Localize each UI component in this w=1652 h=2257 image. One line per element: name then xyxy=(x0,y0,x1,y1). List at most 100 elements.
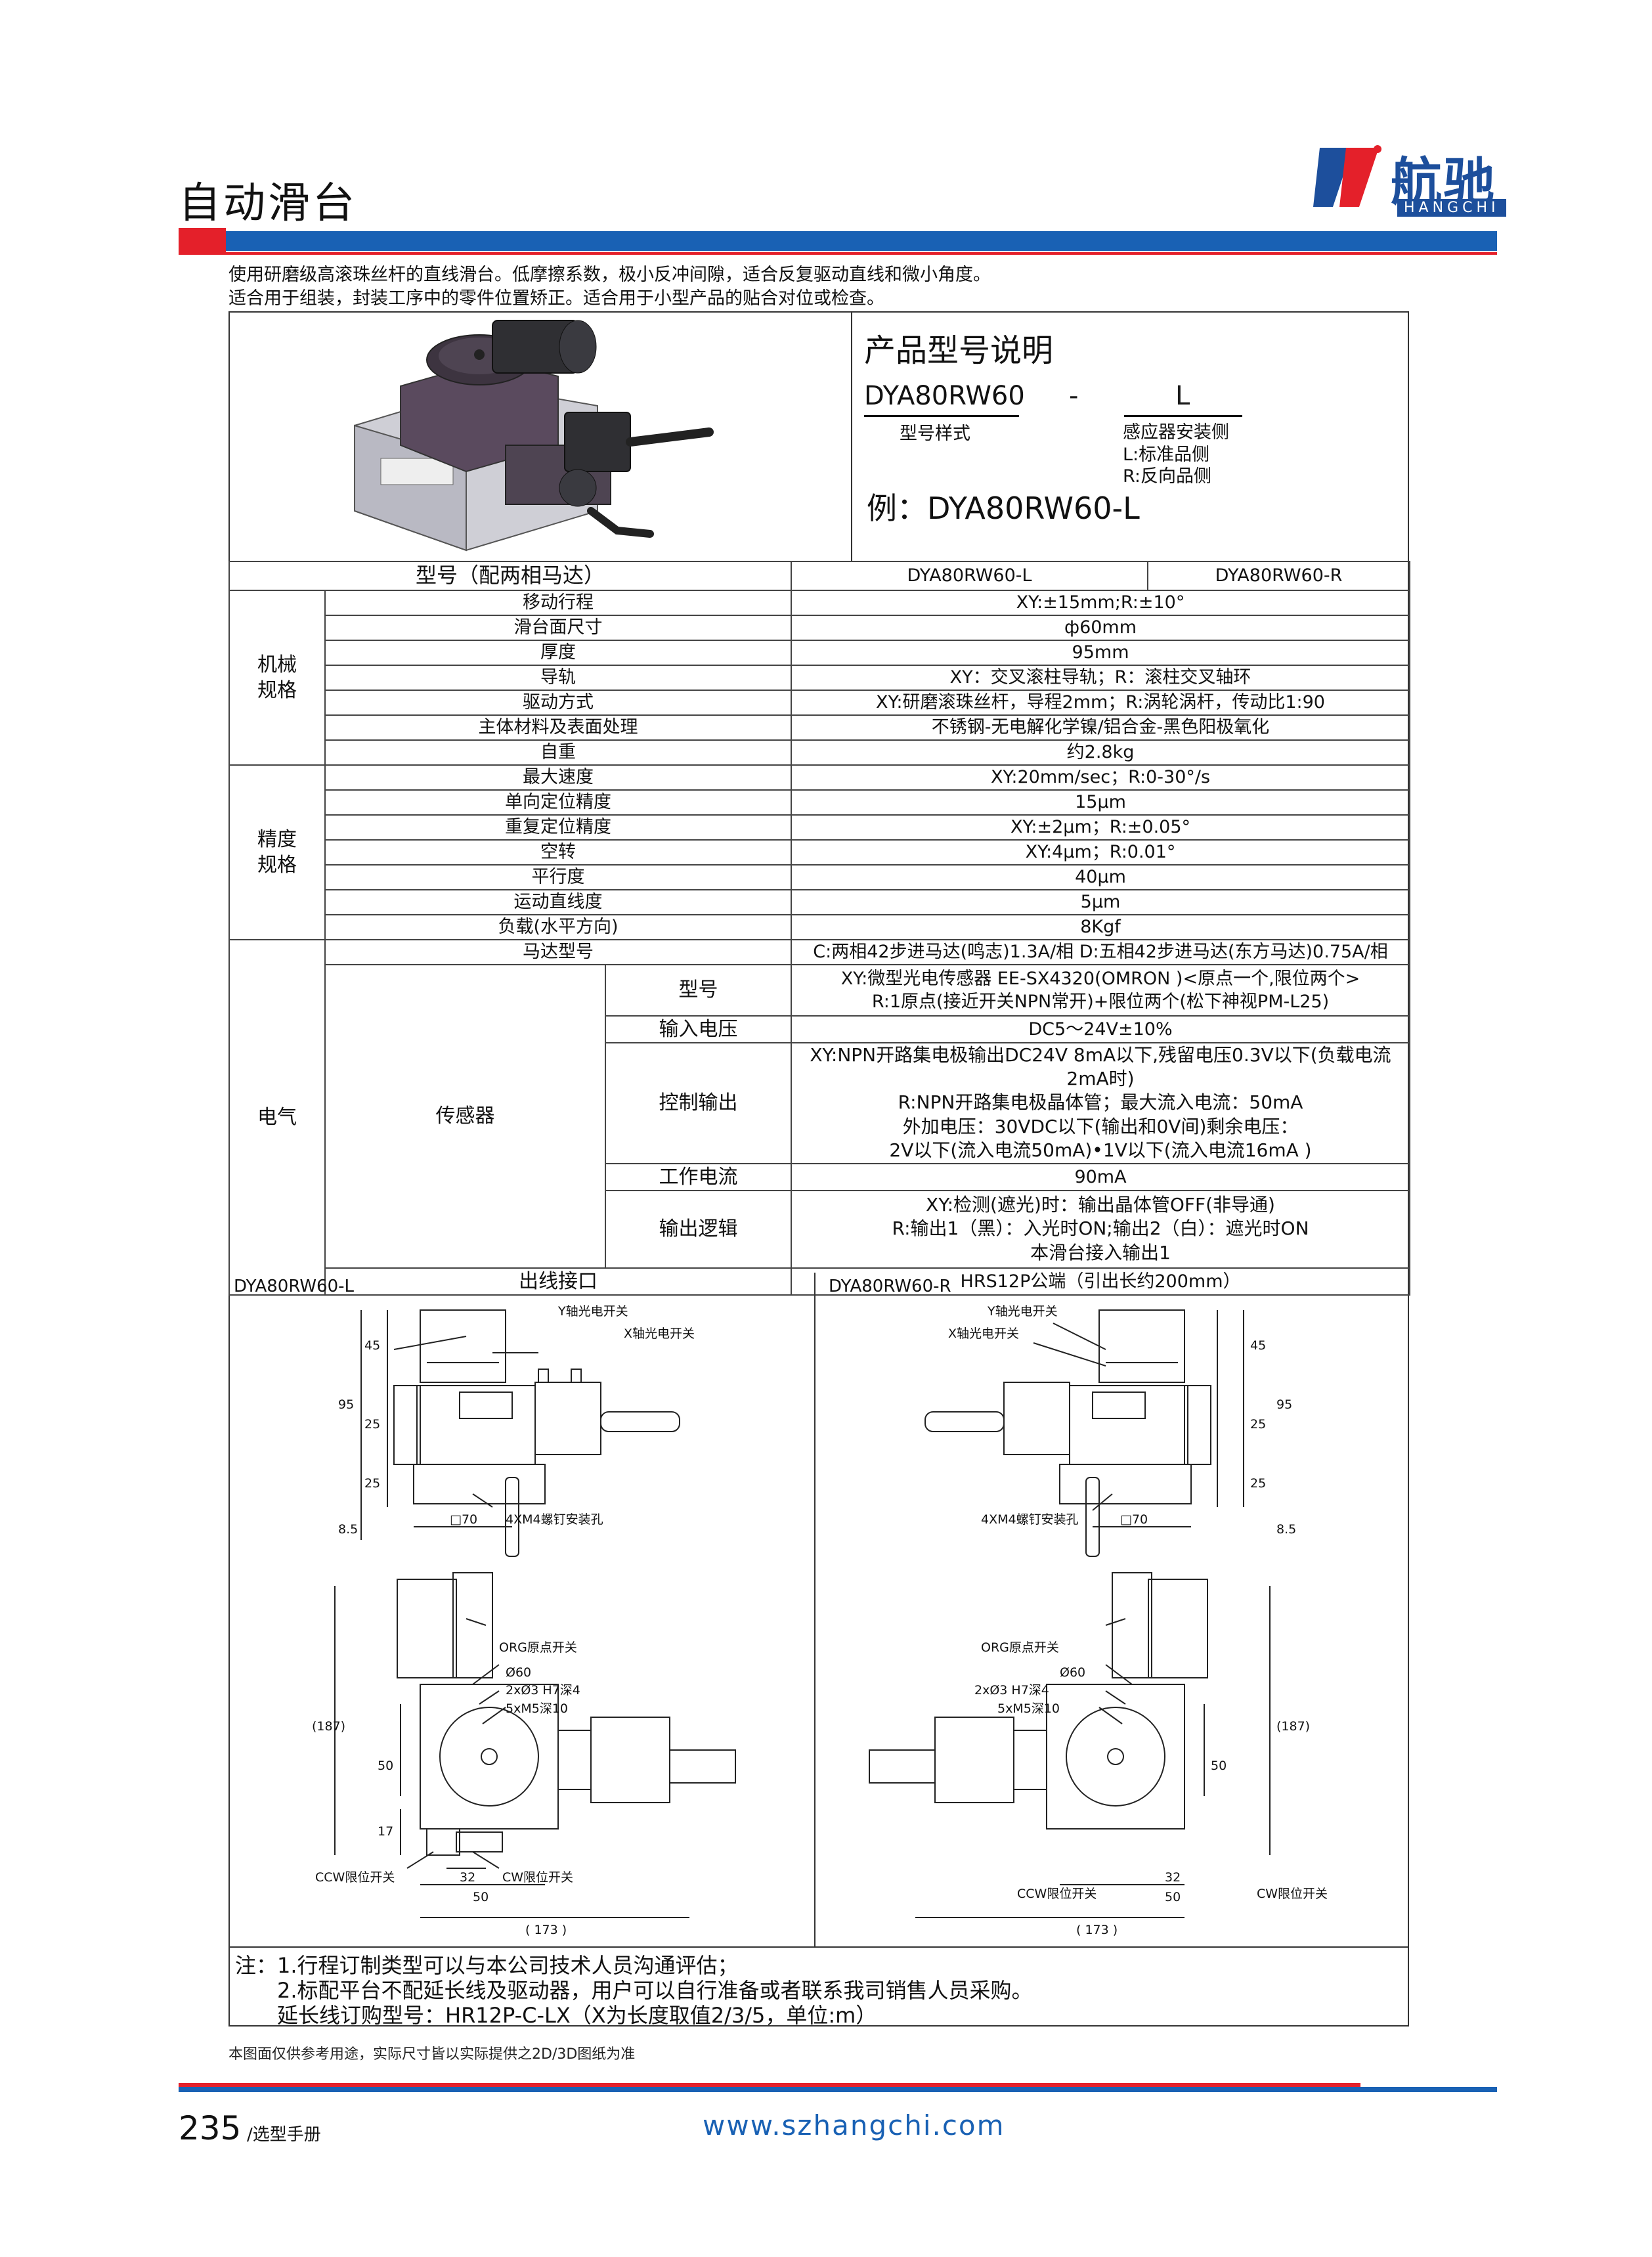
drawing-left-title: DYA80RW60-L xyxy=(234,1277,355,1296)
dim-173: ( 173 ) xyxy=(1076,1923,1118,1937)
spec-label: 平行度 xyxy=(324,864,793,890)
callout-ccw-switch: CCW限位开关 xyxy=(1017,1887,1097,1901)
dim-95: 95 xyxy=(1276,1397,1292,1412)
spec-value: XY：交叉滚柱导轨；R：滚柱交叉轴环 xyxy=(791,664,1411,691)
callout-org-switch: ORG原点开关 xyxy=(981,1640,1059,1655)
dim-187: (187) xyxy=(1276,1719,1310,1734)
model-suffix-underline xyxy=(1124,415,1242,417)
spec-value: XY:微型光电传感器 EE-SX4320(OMRON )<原点一个,限位两个> … xyxy=(791,963,1411,1017)
spec-label: 型号 xyxy=(604,963,793,1017)
spec-value-line: 外加电压：30VDC以下(输出和0V间)剩余电压： xyxy=(902,1115,1299,1137)
callout-m5-holes: 5xM5深10 xyxy=(997,1701,1060,1716)
dim-50v: 50 xyxy=(1211,1759,1227,1773)
dim-45: 45 xyxy=(364,1338,380,1353)
callout-x-switch: X轴光电开关 xyxy=(624,1326,695,1341)
mech-group-label: 机械 规格 xyxy=(228,589,326,766)
spec-label: 自重 xyxy=(324,739,793,766)
spec-value-line: 2V以下(流入电流50mA)•1V以下(流入电流16mA ) xyxy=(889,1139,1312,1162)
model-description-title: 产品型号说明 xyxy=(864,332,1054,369)
dim-25a: 25 xyxy=(364,1417,380,1432)
dim-25b: 25 xyxy=(1250,1476,1266,1491)
model-code: DYA80RW60 xyxy=(864,381,1025,411)
logo-subtitle: HANGCHI xyxy=(1397,199,1506,217)
spec-header-label: 型号（配两相马达） xyxy=(228,561,793,591)
spec-label: 单向定位精度 xyxy=(324,789,793,816)
hangchi-logo-icon xyxy=(1313,145,1381,207)
callout-pin-holes: 2xØ3 H7深4 xyxy=(974,1683,1049,1698)
page-number: 235 xyxy=(179,2109,242,2147)
spec-label: 最大速度 xyxy=(324,764,793,791)
header-band-blue xyxy=(226,231,1497,251)
elec-group-label: 电气 xyxy=(228,938,326,1296)
disclaimer: 本图面仅供参考用途，实际尺寸皆以实际提供之2D/3D图纸为准 xyxy=(228,2046,636,2063)
note-line-2: 2.标配平台不配延长线及驱动器，用户可以自行准备或者联系我司销售人员采购。 xyxy=(277,1978,1033,2003)
page-title: 自动滑台 xyxy=(179,179,357,228)
dim-25a: 25 xyxy=(1250,1417,1266,1432)
spec-label: 控制输出 xyxy=(604,1041,793,1164)
dim-8-5: 8.5 xyxy=(1276,1522,1296,1537)
dim-50h: 50 xyxy=(473,1890,489,1904)
spec-value: XY:4μm；R:0.01° xyxy=(791,839,1411,866)
dim-70: □70 xyxy=(1120,1512,1148,1527)
spec-label: 工作电流 xyxy=(604,1162,793,1191)
spec-label: 运动直线度 xyxy=(324,888,793,915)
intro-line-2: 适合用于组装，封装工序中的零件位置矫正。适合用于小型产品的贴合对位或检查。 xyxy=(228,288,884,309)
callout-pin-holes: 2xØ3 H7深4 xyxy=(506,1683,580,1698)
spec-col-r: DYA80RW60-R xyxy=(1147,561,1411,591)
spec-col-l: DYA80RW60-L xyxy=(791,561,1149,591)
spec-value: 15μm xyxy=(791,789,1411,816)
model-suffix: L xyxy=(1175,381,1190,411)
spec-value: XY:研磨滚珠丝杆，导程2mm；R:涡轮涡杆，传动比1:90 xyxy=(791,689,1411,716)
footer-band-blue xyxy=(179,2087,1497,2092)
spec-value-line: R:NPN开路集电极晶体管；最大流入电流：50mA xyxy=(898,1091,1303,1114)
drawing-right-title: DYA80RW60-R xyxy=(829,1277,951,1296)
callout-org-switch: ORG原点开关 xyxy=(499,1640,577,1655)
website-link[interactable]: www.szhangchi.com xyxy=(703,2109,1005,2141)
top-divider xyxy=(851,311,852,561)
dim-32: 32 xyxy=(460,1870,475,1885)
spec-label: 马达型号 xyxy=(324,938,793,965)
spec-label: 移动行程 xyxy=(324,589,793,616)
spec-value: DC5～24V±10% xyxy=(791,1015,1411,1043)
dim-173: ( 173 ) xyxy=(525,1923,567,1937)
notes-section: 注：1.行程订制类型可以与本公司技术人员沟通评估； 2.标配平台不配延长线及驱动… xyxy=(228,1946,1409,2028)
model-option-r: R:反向品侧 xyxy=(1123,466,1212,487)
spec-value: XY:±2μm；R:±0.05° xyxy=(791,814,1411,841)
note-line-1: 注：1.行程订制类型可以与本公司技术人员沟通评估； xyxy=(235,1953,739,1978)
spec-value-line: XY:NPN开路集电极输出DC24V 8mA以下,残留电压0.3V以下(负载电流… xyxy=(810,1043,1391,1089)
note-line-3: 延长线订购型号：HR12P-C-LX（X为长度取值2/3/5，单位:m） xyxy=(277,2003,877,2028)
spec-value: 90mA xyxy=(791,1162,1411,1191)
callout-cw-switch: CW限位开关 xyxy=(502,1870,573,1885)
spec-label: 输入电压 xyxy=(604,1015,793,1043)
dim-17: 17 xyxy=(378,1824,393,1839)
callout-x-switch: X轴光电开关 xyxy=(948,1326,1019,1341)
sensor-group-label: 传感器 xyxy=(324,963,606,1269)
spec-value: XY:检测(遮光)时：输出晶体管OFF(非导通) R:输出1（黑）：入光时ON;… xyxy=(791,1189,1411,1269)
spec-label: 重复定位精度 xyxy=(324,814,793,841)
callout-ccw-switch: CCW限位开关 xyxy=(315,1870,395,1885)
spec-value: HRS12P公端（引出长约200mm） xyxy=(791,1267,1411,1296)
spec-value: 40μm xyxy=(791,864,1411,890)
callout-y-switch: Y轴光电开关 xyxy=(987,1304,1058,1319)
spec-value-line: 本滑台接入输出1 xyxy=(1030,1241,1171,1263)
spec-value-line: R:输出1（黑）：入光时ON;输出2（白）：遮光时ON xyxy=(892,1217,1309,1240)
dim-70: □70 xyxy=(450,1512,477,1527)
callout-dia60: Ø60 xyxy=(1060,1665,1085,1680)
spec-value: XY:±15mm;R:±10° xyxy=(791,589,1411,616)
spec-value: 5μm xyxy=(791,888,1411,915)
spec-value: 不锈钢-无电解化学镍/铝合金-黑色阳极氧化 xyxy=(791,714,1411,741)
spec-value: XY:20mm/sec；R:0-30°/s xyxy=(791,764,1411,791)
model-example: 例：DYA80RW60-L xyxy=(867,491,1140,526)
spec-label: 驱动方式 xyxy=(324,689,793,716)
spec-label: 厚度 xyxy=(324,639,793,666)
callout-screw-holes: 4XM4螺钉安装孔 xyxy=(506,1512,603,1527)
spec-label: 负载(水平方向) xyxy=(324,913,793,940)
spec-value: 约2.8kg xyxy=(791,739,1411,766)
callout-dia60: Ø60 xyxy=(506,1665,531,1680)
callout-cw-switch: CW限位开关 xyxy=(1257,1887,1328,1901)
page-label: /选型手册 xyxy=(247,2125,321,2145)
model-option-l: L:标准品侧 xyxy=(1123,445,1210,465)
dim-95: 95 xyxy=(338,1397,354,1412)
spec-value-line: XY:检测(遮光)时：输出晶体管OFF(非导通) xyxy=(926,1193,1275,1216)
dim-50h: 50 xyxy=(1165,1890,1181,1904)
